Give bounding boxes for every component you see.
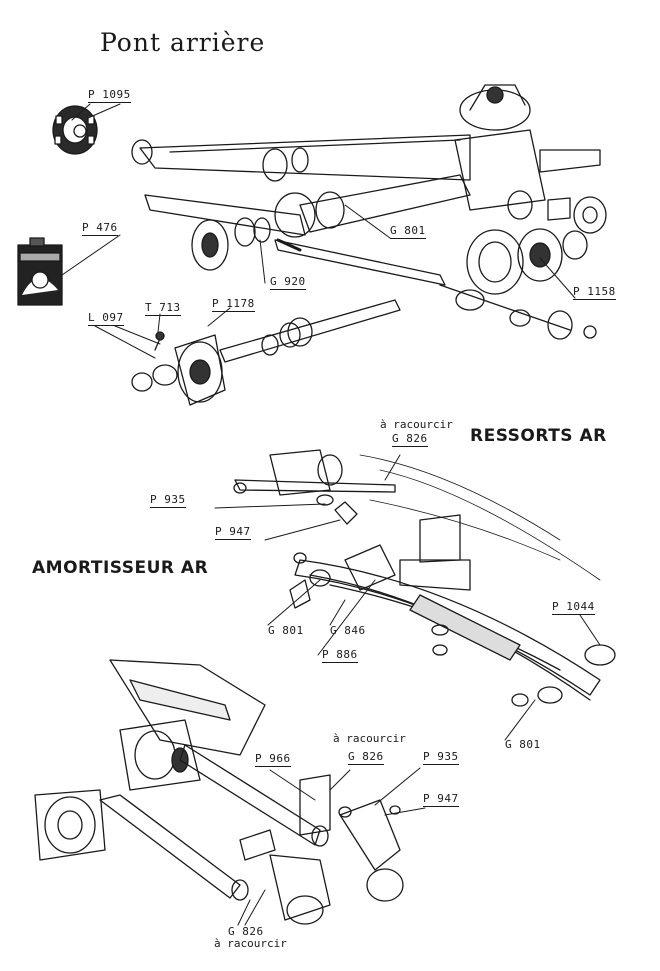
oil-can-part xyxy=(17,237,63,306)
leader-lines-top xyxy=(61,103,576,359)
axle-tube-part xyxy=(144,174,471,286)
label-g801-c: G 801 xyxy=(505,738,541,751)
half-shaft-part xyxy=(131,299,401,406)
label-p935-a: P 935 xyxy=(150,493,186,508)
label-p966: P 966 xyxy=(255,752,291,767)
shock-absorber-part xyxy=(34,659,404,925)
label-p1158: P 1158 xyxy=(573,285,616,300)
label-p886: P 886 xyxy=(322,648,358,663)
label-p476: P 476 xyxy=(82,221,118,236)
label-p1178: P 1178 xyxy=(212,297,255,312)
title-ressorts-ar: RESSORTS AR xyxy=(470,426,607,446)
note-racourcir-2: à racourcir xyxy=(333,732,406,745)
label-g920: G 920 xyxy=(270,275,306,290)
note-racourcir-1: à racourcir xyxy=(380,418,453,431)
label-p947-a: P 947 xyxy=(215,525,251,540)
title-pont-arriere: Pont arrière xyxy=(100,28,266,57)
axle-housing-part xyxy=(131,84,607,234)
label-g826-a: G 826 xyxy=(392,432,428,447)
label-g801-b: G 801 xyxy=(268,624,304,637)
label-l097: L 097 xyxy=(88,311,124,326)
label-g801-a: G 801 xyxy=(390,224,426,239)
label-p1095: P 1095 xyxy=(88,88,131,103)
leader-lines-middle xyxy=(214,454,601,741)
label-p935-b: P 935 xyxy=(423,750,459,765)
label-p1044: P 1044 xyxy=(552,600,595,615)
leaf-spring-part xyxy=(233,449,616,707)
label-p947-b: P 947 xyxy=(423,792,459,807)
differential-spider-part xyxy=(52,105,98,155)
title-amortisseur-ar: AMORTISSEUR AR xyxy=(32,558,209,578)
leader-lines-bottom xyxy=(237,767,426,926)
label-g826-b: G 826 xyxy=(348,750,384,765)
label-t713: T 713 xyxy=(145,301,181,316)
note-racourcir-3: à racourcir xyxy=(214,937,287,950)
label-g846: G 846 xyxy=(330,624,366,637)
label-g826-c: G 826 xyxy=(228,925,264,938)
crown-wheel-part xyxy=(439,228,597,340)
